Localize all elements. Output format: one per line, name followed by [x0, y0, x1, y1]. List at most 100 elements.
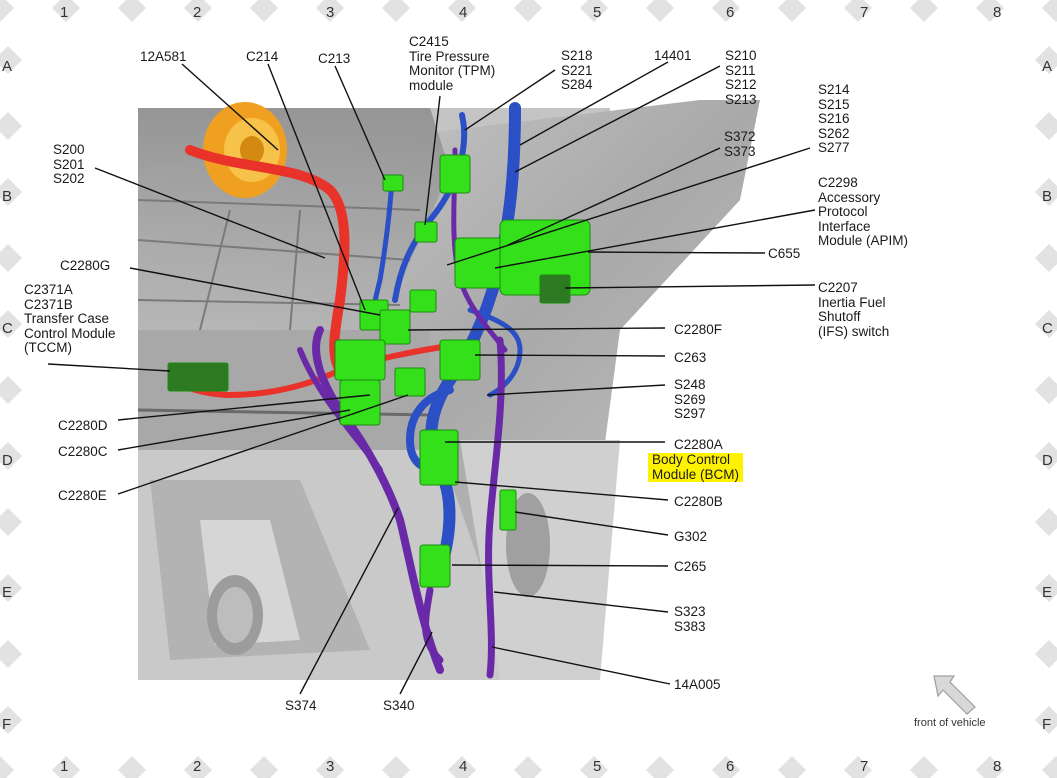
- label-C2371A: C2371A C2371B Transfer Case Control Modu…: [24, 282, 116, 355]
- border-diamond: [0, 640, 22, 668]
- label-body-control-module: Body Control Module (BCM): [648, 452, 744, 482]
- border-diamond: [0, 46, 22, 74]
- label-S214: S214 S215 S216 S262 S277: [818, 82, 850, 155]
- border-diamond: [316, 0, 344, 22]
- border-diamond: [580, 756, 608, 778]
- grid-column-8: 8: [993, 758, 1002, 775]
- border-diamond: [1042, 0, 1057, 22]
- border-diamond: [646, 756, 674, 778]
- front-of-vehicle-label: front of vehicle: [914, 717, 986, 729]
- grid-row-B: B: [2, 188, 13, 205]
- border-diamond: [580, 0, 608, 22]
- grid-row-C: C: [1042, 320, 1053, 337]
- front-of-vehicle-arrow-icon: [933, 675, 976, 715]
- border-diamond: [514, 756, 542, 778]
- grid-row-E: E: [2, 584, 13, 601]
- grid-row-A: A: [1042, 58, 1053, 75]
- grid-column-8: 8: [993, 4, 1002, 21]
- border-diamond: [1035, 442, 1057, 470]
- border-diamond: [316, 756, 344, 778]
- border-diamond: [0, 178, 22, 206]
- border-diamond: [1035, 46, 1057, 74]
- border-diamond: [0, 508, 22, 536]
- label-C265: C265: [674, 559, 707, 574]
- grid-column-5: 5: [593, 758, 602, 775]
- border-diamond: [0, 756, 14, 778]
- grid-row-C: C: [2, 320, 13, 337]
- label-C2280G: C2280G: [60, 258, 111, 273]
- label-C2298: C2298 Accessory Protocol Interface Modul…: [818, 175, 909, 248]
- grid-column-6: 6: [726, 4, 735, 21]
- border-diamond: [646, 0, 674, 22]
- label-C2280F: C2280F: [674, 322, 723, 337]
- label-C213: C213: [318, 51, 351, 66]
- border-diamond: [1035, 574, 1057, 602]
- label-C2280D: C2280D: [58, 418, 108, 433]
- border-diamond: [184, 756, 212, 778]
- border-diamond: [184, 0, 212, 22]
- label-S374: S374: [285, 698, 317, 713]
- label-S372: S372 S373: [724, 129, 756, 159]
- border-diamond: [1035, 376, 1057, 404]
- label-C2280E: C2280E: [58, 488, 107, 503]
- border-diamond: [844, 756, 872, 778]
- label-C214: C214: [246, 49, 279, 64]
- label-14401: 14401: [654, 48, 692, 63]
- border-diamond: [976, 0, 1004, 22]
- border-diamond: [0, 376, 22, 404]
- border-diamond: [1042, 756, 1057, 778]
- border-diamond: [448, 0, 476, 22]
- border-diamond: [0, 310, 22, 338]
- border-diamond: [52, 0, 80, 22]
- border-diamond: [976, 756, 1004, 778]
- border-diamond: [118, 756, 146, 778]
- grid-column-1: 1: [60, 758, 69, 775]
- border-diamond: [250, 0, 278, 22]
- grid-row-B: B: [1042, 188, 1053, 205]
- border-diamond: [52, 756, 80, 778]
- label-S323: S323 S383: [674, 604, 706, 634]
- label-C2280B: C2280B: [674, 494, 723, 509]
- border-diamond: [0, 112, 22, 140]
- label-C2207: C2207 Inertia Fuel Shutoff (IFS) switch: [818, 280, 890, 339]
- leader-lines: [47, 61, 816, 695]
- label-S210: S210 S211 S212 S213: [725, 48, 757, 107]
- border-diamond: [0, 244, 22, 272]
- label-S340: S340: [383, 698, 415, 713]
- border-diamond: [382, 0, 410, 22]
- grid-column-4: 4: [459, 4, 468, 21]
- label-S200: S200 S201 S202: [53, 142, 85, 186]
- label-S218: S218 S221 S284: [561, 48, 593, 92]
- border-diamond: [448, 756, 476, 778]
- grid-row-D: D: [2, 452, 13, 469]
- grid-row-F: F: [2, 716, 12, 733]
- border-diamond: [0, 442, 22, 470]
- grid-row-E: E: [1042, 584, 1053, 601]
- grid-column-2: 2: [193, 758, 202, 775]
- grid-column-3: 3: [326, 4, 335, 21]
- grid-column-7: 7: [860, 4, 869, 21]
- grid-column-4: 4: [459, 758, 468, 775]
- label-C2280A: C2280A: [674, 437, 723, 452]
- grid-column-1: 1: [60, 4, 69, 21]
- border-diamond: [778, 756, 806, 778]
- label-C2280C: C2280C: [58, 444, 108, 459]
- border-diamond: [0, 706, 22, 734]
- grid-row-A: A: [2, 58, 13, 75]
- label-12A581: 12A581: [140, 49, 187, 64]
- border-diamond: [0, 574, 22, 602]
- border-diamond: [712, 0, 740, 22]
- grid-column-2: 2: [193, 4, 202, 21]
- border-diamond: [514, 0, 542, 22]
- label-G302: G302: [674, 529, 708, 544]
- fuel-pump-component: [203, 102, 287, 198]
- border-diamond: [1035, 508, 1057, 536]
- border-diamond: [1035, 244, 1057, 272]
- grid-row-F: F: [1042, 716, 1052, 733]
- grid-row-D: D: [1042, 452, 1053, 469]
- label-C263: C263: [674, 350, 707, 365]
- border-diamond: [1035, 310, 1057, 338]
- grid-column-6: 6: [726, 758, 735, 775]
